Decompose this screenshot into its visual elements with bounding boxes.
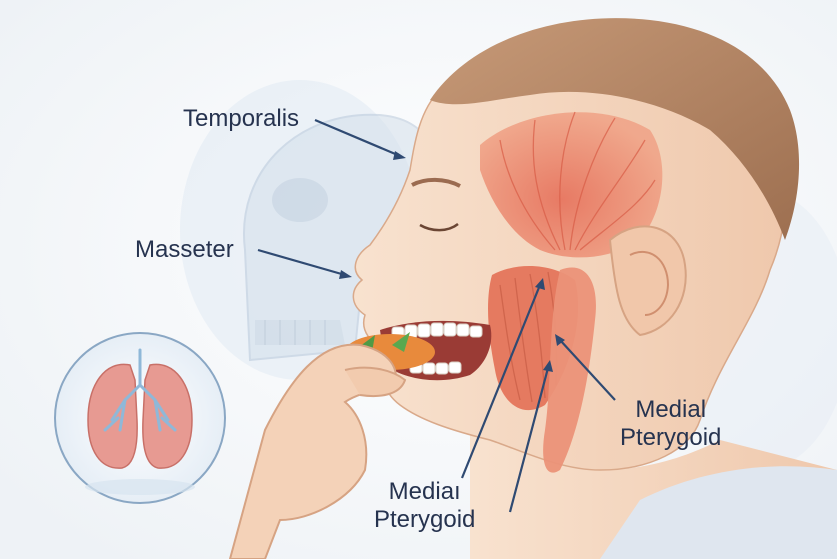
masseter-label: Masseter [135, 236, 234, 264]
medial-pterygoid-left-line2: Pterygoid [374, 506, 475, 534]
medial-pterygoid-left-label: Mediaı Pterygoid [374, 478, 475, 534]
temporalis-label: Temporalis [183, 105, 299, 133]
lungs-inset [55, 333, 225, 503]
medial-pterygoid-right-line2: Pterygoid [620, 424, 721, 452]
medial-pterygoid-right-label: Medial Pterygoid [620, 396, 721, 452]
medial-pterygoid-left-line1: Mediaı [374, 478, 475, 506]
medial-pterygoid-right-line1: Medial [620, 396, 721, 424]
